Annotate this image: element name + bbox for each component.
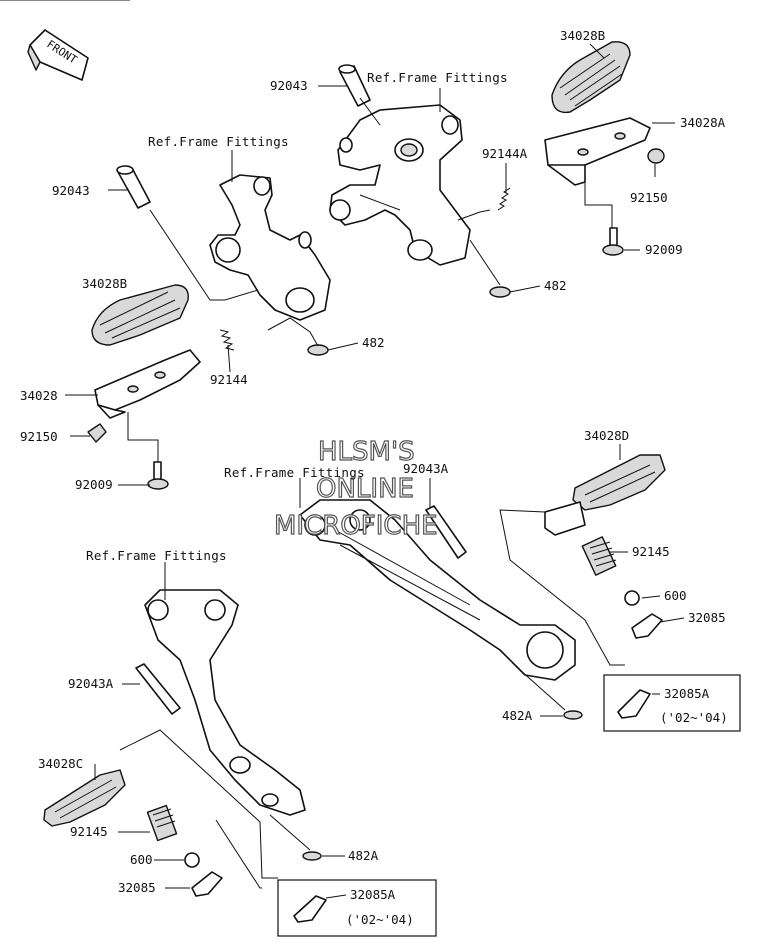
spring-92144A (497, 187, 511, 211)
ref-frame-fittings-middle-left: Ref.Frame Fittings (86, 548, 227, 563)
pin-92043-left (116, 165, 151, 209)
footpeg-34028A (544, 117, 651, 186)
washer-482A-right (563, 710, 583, 720)
note-years-left: ('02~'04) (346, 912, 414, 927)
ref-frame-fittings-top-left: Ref.Frame Fittings (148, 134, 289, 149)
footpeg-34028D (544, 454, 666, 536)
front-arrow-icon: FRONT (27, 29, 89, 81)
part-label-92144: 92144 (210, 372, 248, 387)
part-label-32085-right: 32085 (688, 610, 726, 625)
part-label-482-top: 482 (544, 278, 567, 293)
inset-box-32085A-right (603, 674, 741, 732)
part-label-32085A-right: 32085A (664, 686, 710, 701)
part-label-92009-right: 92009 (645, 242, 683, 257)
ref-frame-fittings-top-center: Ref.Frame Fittings (367, 70, 508, 85)
part-label-600-left: 600 (130, 852, 153, 867)
leader-lines (0, 0, 685, 899)
watermark: HLSM'S ONLINE MICROFICHE (273, 436, 438, 541)
pin-92043A-left (135, 663, 181, 715)
bracket-middle-center (299, 499, 576, 681)
washer-482-top (489, 286, 511, 298)
part-label-34028: 34028 (20, 388, 58, 403)
bolt-92009-right (602, 227, 624, 256)
bracket-top-left (209, 174, 331, 321)
part-label-34028D: 34028D (584, 428, 629, 443)
part-label-92150-right: 92150 (630, 190, 668, 205)
spring-92145-left (146, 804, 178, 842)
part-label-32085-left: 32085 (118, 880, 156, 895)
ball-600-right (624, 590, 640, 606)
pin-32085-right (631, 613, 663, 639)
part-label-92043A-left: 92043A (68, 676, 114, 691)
washer-482-left (307, 344, 329, 356)
spring-92145-right (581, 536, 617, 576)
detent-92150-left (87, 423, 107, 443)
footpeg-rubber-34028B-top (551, 41, 631, 114)
part-label-34028B-top: 34028B (560, 28, 605, 43)
part-label-92043A-center: 92043A (403, 461, 449, 476)
part-label-92145-left: 92145 (70, 824, 108, 839)
pin-92043-top (338, 64, 371, 107)
inset-box-32085A-left (277, 879, 437, 937)
watermark-line2: ONLINE (316, 474, 414, 504)
part-label-92150-left: 92150 (20, 429, 58, 444)
part-label-600-right: 600 (664, 588, 687, 603)
part-label-482A-left: 482A (348, 848, 379, 863)
detent-92150-right (647, 148, 665, 164)
pin-32085-left (191, 871, 223, 897)
part-label-34028C: 34028C (38, 756, 83, 771)
washer-482A-left (302, 851, 322, 861)
part-label-92144A: 92144A (482, 146, 528, 161)
ball-600-left (184, 852, 200, 868)
part-label-482A-right: 482A (502, 708, 533, 723)
footpeg-34028 (94, 349, 201, 419)
part-label-482-left: 482 (362, 335, 385, 350)
pin-92043A-center (425, 505, 467, 559)
bracket-lower-left (144, 589, 306, 816)
note-years-right: ('02~'04) (660, 710, 728, 725)
bracket-top-center (329, 104, 471, 266)
part-label-92009-left: 92009 (75, 477, 113, 492)
footpeg-rubber-34028B-left (91, 284, 189, 346)
part-label-92145-right: 92145 (632, 544, 670, 559)
spring-92144 (219, 329, 235, 351)
ref-frame-fittings-middle-center: Ref.Frame Fittings (224, 465, 365, 480)
part-label-32085A-left: 32085A (350, 887, 396, 902)
bolt-92009-left (147, 461, 169, 490)
part-label-92043-top: 92043 (270, 78, 308, 93)
watermark-line1: HLSM'S (318, 437, 415, 467)
part-label-92043-left: 92043 (52, 183, 90, 198)
watermark-line3: MICROFICHE (274, 511, 438, 541)
part-label-34028B-left: 34028B (82, 276, 127, 291)
part-label-34028A: 34028A (680, 115, 726, 130)
footpeg-34028C (43, 769, 126, 827)
